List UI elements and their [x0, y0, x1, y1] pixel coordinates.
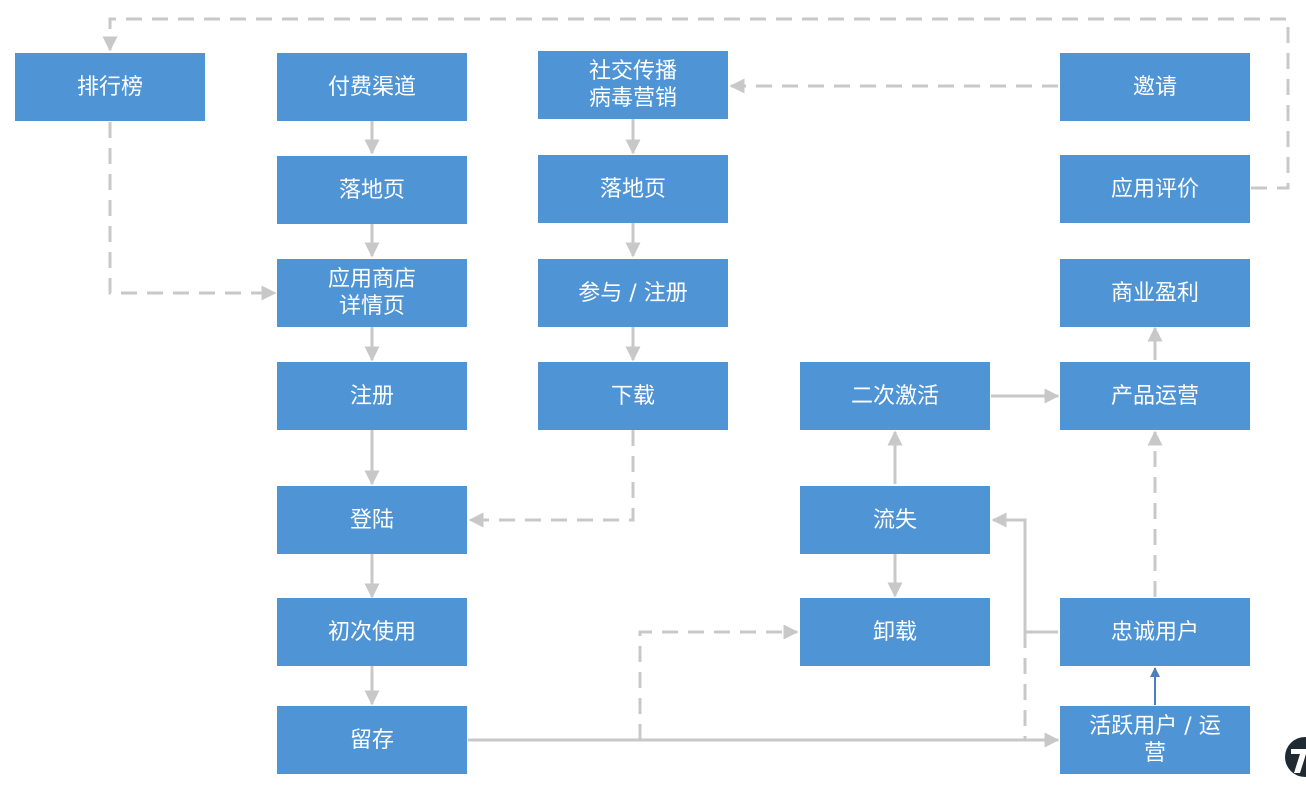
node-download[interactable]: 下载 [538, 362, 728, 430]
arrow-retention-to-uninstall [638, 624, 799, 740]
arrow-leaderboard-to-appstore [108, 122, 277, 301]
node-reactivation[interactable]: 二次激活 [800, 362, 990, 430]
node-uninstall[interactable]: 卸载 [800, 598, 990, 666]
node-app-review[interactable]: 应用评价 [1060, 155, 1250, 223]
node-invite[interactable]: 邀请 [1060, 53, 1250, 121]
node-loyal-user[interactable]: 忠诚用户 [1060, 598, 1250, 666]
node-login[interactable]: 登陆 [277, 486, 467, 554]
node-churn[interactable]: 流失 [800, 486, 990, 554]
node-paid-channel[interactable]: 付费渠道 [277, 53, 467, 121]
node-monetization[interactable]: 商业盈利 [1060, 259, 1250, 327]
node-landing-page-2[interactable]: 落地页 [538, 155, 728, 223]
node-register[interactable]: 注册 [277, 362, 467, 430]
node-first-use[interactable]: 初次使用 [277, 598, 467, 666]
node-participate-register[interactable]: 参与 / 注册 [538, 259, 728, 327]
brand-logo-icon [1285, 737, 1306, 777]
node-product-ops[interactable]: 产品运营 [1060, 362, 1250, 430]
node-leaderboard[interactable]: 排行榜 [15, 53, 205, 121]
node-retention[interactable]: 留存 [277, 706, 467, 774]
node-active-user[interactable]: 活跃用户 / 运 营 [1060, 706, 1250, 774]
node-app-store-detail[interactable]: 应用商店 详情页 [277, 259, 467, 327]
node-landing-page[interactable]: 落地页 [277, 156, 467, 224]
arrow-download-to-login [468, 430, 635, 528]
node-social-viral[interactable]: 社交传播 病毒营销 [538, 51, 728, 119]
arrow-loyal-to-churn [991, 512, 1058, 634]
